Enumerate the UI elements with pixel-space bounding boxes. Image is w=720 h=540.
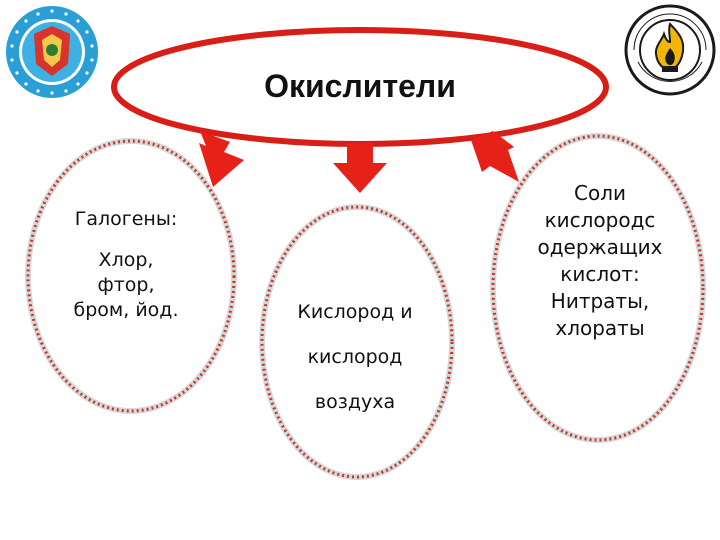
arrow-center: [333, 143, 387, 193]
node-salts: [490, 133, 706, 443]
arrow-left: [199, 131, 244, 187]
salts-line: одержащих: [537, 235, 663, 259]
oxygen-line: кислород: [307, 346, 403, 368]
salts-line: кислородс: [544, 208, 656, 232]
halogens-line: бром, йод.: [73, 299, 179, 321]
halogens-node-text: Галогены: Хлор, фтор, бром, йод.: [46, 207, 206, 323]
halogens-heading: Галогены:: [74, 208, 178, 230]
oxygen-node-text: Кислород и кислород воздуха: [270, 300, 440, 435]
node-oxygen: [259, 204, 455, 480]
halogens-line: Хлор,: [98, 249, 154, 271]
fire-safety-emblem-logo: [624, 4, 716, 96]
salts-line: кислот:: [560, 262, 640, 286]
university-seal-logo: [6, 6, 98, 98]
node-halogens: [25, 138, 237, 414]
salts-node-text: Соли кислородс одержащих кислот: Нитраты…: [505, 180, 695, 342]
oxygen-line: Кислород и: [297, 301, 413, 323]
salts-line: Соли: [574, 181, 626, 205]
arrow-right: [471, 131, 519, 182]
salts-line: хлораты: [555, 316, 645, 340]
halogens-line: фтор,: [97, 274, 155, 296]
oxygen-line: воздуха: [314, 391, 396, 413]
diagram-title: Окислители: [264, 68, 456, 104]
salts-line: Нитраты,: [550, 289, 650, 313]
